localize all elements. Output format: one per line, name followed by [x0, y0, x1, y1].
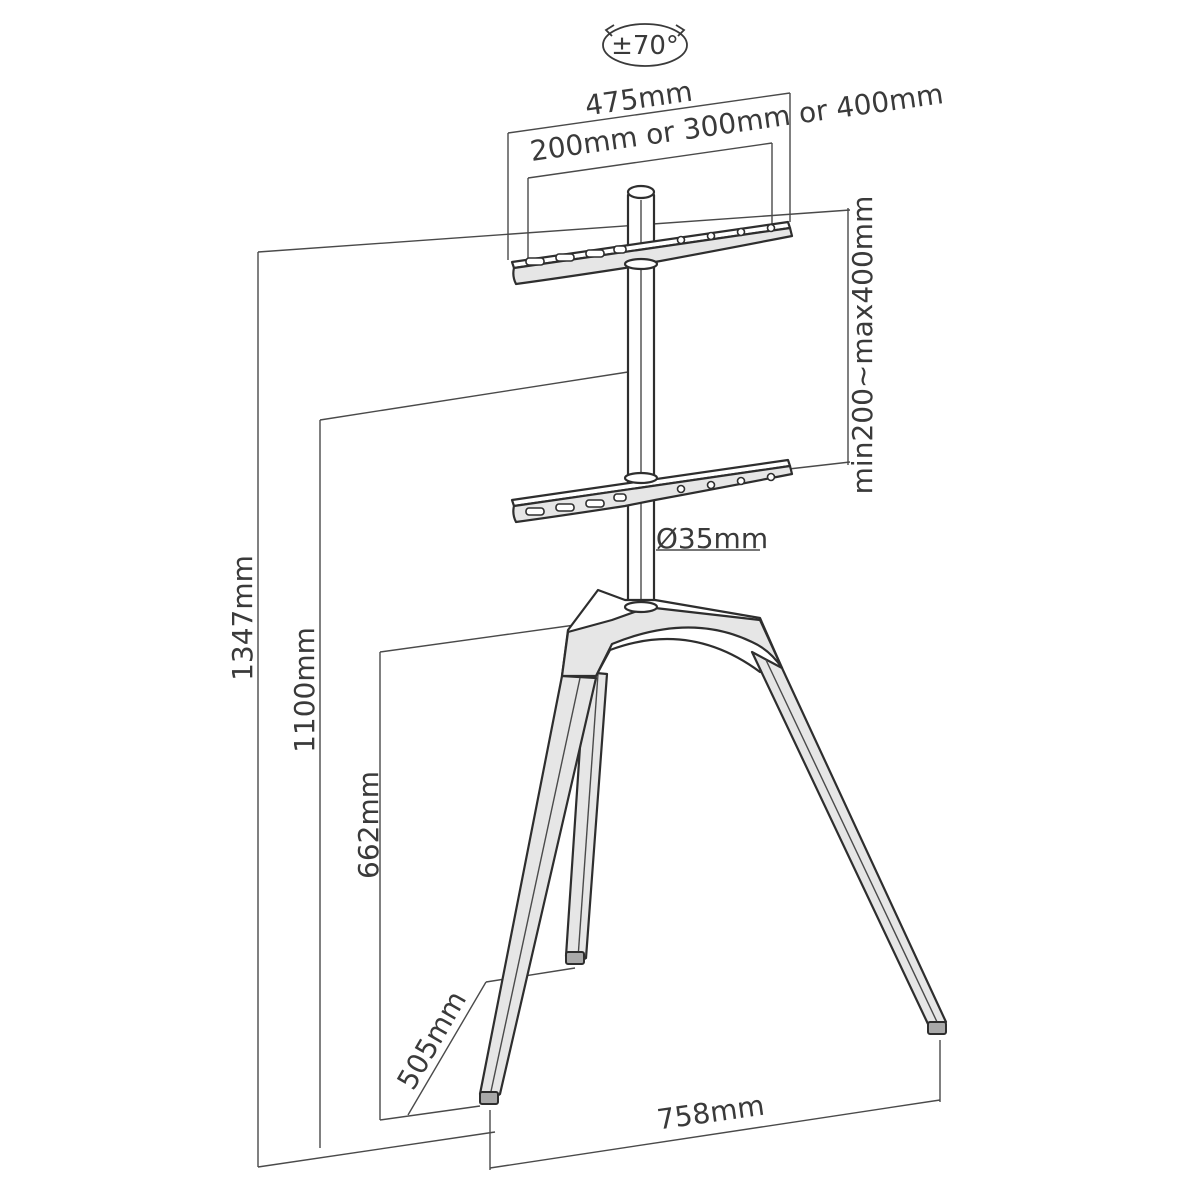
rear-leg-foot — [565, 951, 585, 965]
upper-bracket-slot-1 — [525, 257, 545, 266]
footprint-width-line — [489, 1099, 941, 1169]
upper-bracket-front-face — [512, 226, 794, 286]
upper-bracket-hole-3 — [736, 227, 746, 237]
front-right-leg — [750, 650, 948, 1035]
lower-bracket-hole-3 — [736, 476, 746, 486]
rear-leg-depth-extension — [485, 967, 576, 983]
front-left-leg-edge — [489, 677, 581, 1097]
front-right-leg-body — [750, 650, 948, 1029]
rear-leg-edge — [577, 673, 599, 959]
pole-diameter-label: Ø35mm — [656, 522, 768, 555]
leg-hub — [560, 588, 784, 678]
total-height-label: 1347mm — [226, 555, 259, 681]
lower-bracket-hole-4 — [766, 472, 776, 482]
vesa-height-label: min200~max400mm — [846, 196, 879, 495]
front-left-leg — [478, 674, 598, 1105]
rotation-arrow-left-icon — [604, 24, 615, 37]
front-right-leg-edge — [765, 659, 939, 1025]
upper-bracket-slot-3 — [585, 249, 605, 258]
lower-bracket-hole-2 — [706, 480, 716, 490]
rear-leg — [564, 670, 609, 965]
rotation-indicator: ±70° — [602, 23, 688, 67]
upper-bracket-hole-1 — [676, 235, 686, 245]
lower-bracket-slot-4 — [613, 493, 627, 502]
pole-cap — [626, 184, 656, 200]
upper-bracket-slot-4 — [613, 245, 627, 254]
dimension-lines — [257, 92, 941, 1170]
rotation-arrow-right-icon — [675, 24, 686, 37]
lower-bracket-slot-3 — [585, 499, 605, 508]
leg-hub-collar — [623, 600, 659, 614]
lower-bracket — [510, 458, 794, 524]
upper-bracket-slot-2 — [555, 253, 575, 262]
front-right-leg-foot — [927, 1021, 947, 1035]
leg-joint-top-extension — [379, 624, 576, 653]
upper-bracket-clamp — [623, 257, 659, 271]
rotation-label: ±70° — [611, 31, 679, 61]
lower-bracket-hole-1 — [676, 484, 686, 494]
leg-joint-bottom-extension — [379, 1105, 481, 1121]
leg-joint-height-label: 662mm — [352, 771, 385, 879]
rotation-ellipse — [602, 23, 688, 67]
upper-bracket-hole-2 — [706, 231, 716, 241]
rear-leg-depth-line — [407, 981, 487, 1116]
upper-bracket — [510, 220, 794, 286]
upper-bracket-hole-4 — [766, 223, 776, 233]
rear-leg-depth-label: 505mm — [390, 985, 473, 1095]
bracket-width-line — [507, 92, 791, 134]
center-height-top-extension — [319, 371, 629, 421]
lower-bracket-slot-1 — [525, 507, 545, 516]
lower-bracket-front-face — [512, 464, 794, 524]
vesa-width-line — [527, 142, 773, 179]
total-height-bottom-extension — [257, 1131, 496, 1168]
lower-bracket-clamp — [623, 471, 659, 485]
center-height-label: 1100mm — [288, 627, 321, 753]
front-left-leg-foot — [479, 1091, 499, 1105]
total-height-top-extension — [257, 209, 851, 253]
lower-bracket-slot-2 — [555, 503, 575, 512]
